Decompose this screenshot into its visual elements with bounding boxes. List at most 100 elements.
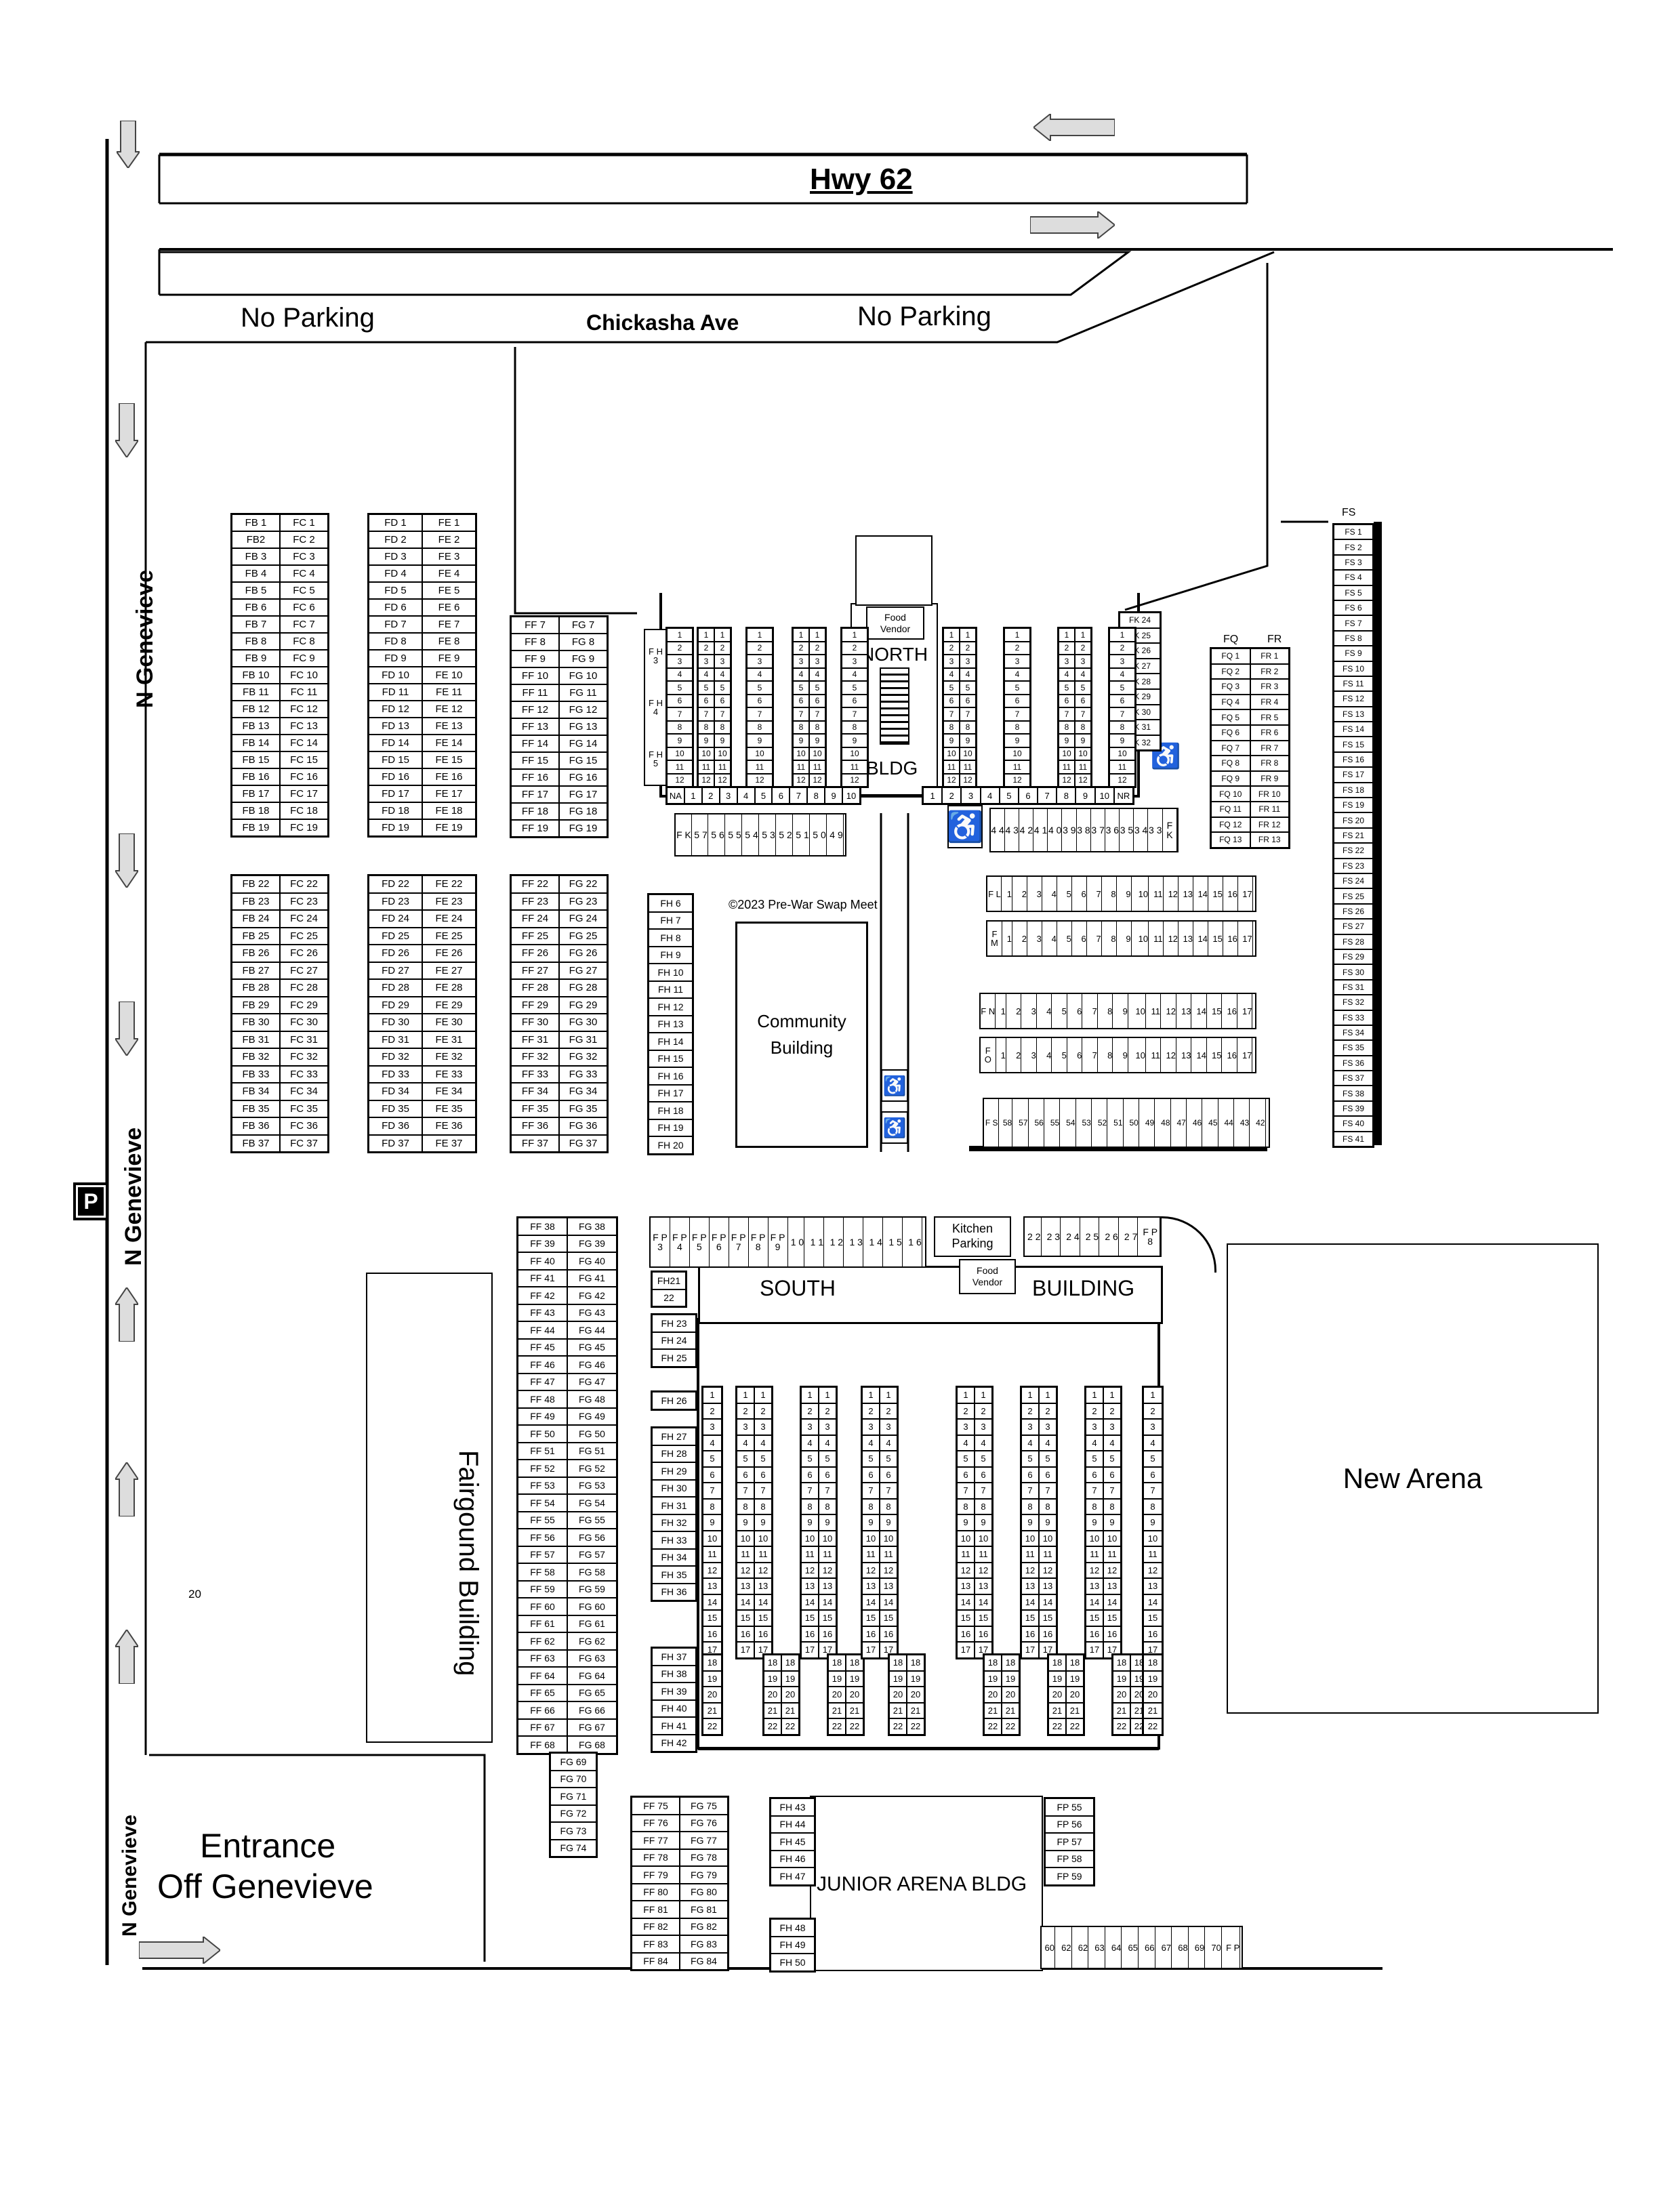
lot-space: 1 <box>1007 922 1013 955</box>
lot-space: 10 <box>957 1530 975 1546</box>
arrow-left-icon <box>1033 114 1115 141</box>
lot-space: 18 <box>1066 1655 1084 1671</box>
lot-space: FH 30 <box>652 1479 696 1497</box>
lot-space: FQ 2 <box>1211 663 1250 680</box>
lot-space: 4 <box>793 667 809 681</box>
north-building-tower <box>855 535 933 606</box>
lot-space: 18 <box>1048 1655 1066 1671</box>
lot-space: FC 25 <box>280 927 328 945</box>
lot-space: 8 <box>842 720 867 734</box>
lot-space: FC 9 <box>280 650 328 667</box>
new-arena-building: New Arena <box>1227 1243 1599 1714</box>
lot-space: FF 13 <box>511 718 559 735</box>
lot-space: 7 <box>1096 877 1102 911</box>
lot-space: 5 <box>1067 922 1072 955</box>
lot-space: FF 56 <box>518 1529 567 1546</box>
lot-space: FD 32 <box>369 1048 422 1066</box>
lot-space: 15 <box>862 1610 880 1626</box>
arrow-down-icon <box>115 1002 138 1056</box>
lot-space: 7 <box>801 1483 819 1499</box>
lot-space: FB 16 <box>232 768 280 785</box>
lot-space: 5 1 <box>796 814 810 855</box>
lot-space: 14 <box>1039 1594 1057 1610</box>
lot-space: 22 <box>984 1718 1002 1735</box>
lot-space: 9 <box>1123 1038 1128 1072</box>
lot-space: 12 <box>1166 1038 1176 1072</box>
south-building: SOUTH BUILDING <box>698 1266 1163 1324</box>
lot-space: 56 <box>1034 1099 1044 1147</box>
wheelchair-icon: ♿ <box>881 1111 908 1144</box>
lot-space: FG 72 <box>550 1804 596 1822</box>
lot-space: 3 <box>1021 1419 1039 1435</box>
lot-space: 1 <box>957 1387 975 1403</box>
lot-space: 8 <box>975 1498 992 1514</box>
lot-space: 8 <box>793 720 809 734</box>
lot-space: 15 <box>737 1610 754 1626</box>
lot-space: F P 7 <box>729 1218 749 1266</box>
lot-space: FD 36 <box>369 1117 422 1135</box>
arrow-down-icon <box>115 403 138 457</box>
lot-space: 12 <box>1109 773 1135 787</box>
lot-space: 8 <box>807 787 825 804</box>
lot-space: 11 <box>793 760 809 774</box>
lot-space: FG 74 <box>550 1839 596 1857</box>
lot-space: FG 41 <box>567 1269 617 1287</box>
lot-space: FH 32 <box>652 1514 696 1531</box>
lot-space: FH 18 <box>649 1102 693 1119</box>
lot-space: 9 <box>1059 734 1075 747</box>
lot-space: 3 <box>1031 1038 1037 1072</box>
lot-space: 60 <box>1045 1927 1056 1968</box>
lot-space: 2 2 <box>1027 1218 1042 1256</box>
lot-space: 12 <box>1103 1562 1121 1578</box>
lot-space: FC 23 <box>280 892 328 910</box>
lot-space: 3 <box>957 1419 975 1435</box>
lot-space: FS 34 <box>1334 1025 1373 1041</box>
lot-space: 3 6 <box>1106 809 1120 851</box>
lot-space: 11 <box>1143 1546 1162 1563</box>
lot-space: FC 2 <box>280 531 328 548</box>
lot-space: FS 37 <box>1334 1071 1373 1086</box>
hwy-label: Hwy 62 <box>810 163 913 196</box>
lot-space: 21 <box>907 1702 924 1718</box>
lot-space: 7 <box>862 1483 880 1499</box>
lot-space: 2 <box>960 641 976 655</box>
lot-space: 4 <box>960 667 976 681</box>
lot-space: 9 <box>957 1514 975 1531</box>
lot-space: 2 <box>801 1403 819 1419</box>
lot-space: FF 25 <box>511 927 559 945</box>
lot-space: 7 <box>943 707 960 721</box>
lot-space: 10 <box>667 747 693 760</box>
lot-space: FD 29 <box>369 996 422 1014</box>
lot-space: 4 <box>1004 667 1030 681</box>
lot-space: FD 6 <box>369 599 422 616</box>
lot-space: 5 5 <box>728 814 742 855</box>
lot-space: FH 24 <box>652 1332 696 1349</box>
lot-space: 1 <box>819 1387 836 1403</box>
lot-space: 2 <box>1021 1403 1039 1419</box>
lot-space: 20 <box>1113 1687 1130 1703</box>
lot-space: 6 <box>1004 694 1030 707</box>
lot-space: 6 <box>747 694 773 707</box>
lot-space: 6 <box>667 694 693 707</box>
lot-space: FC 26 <box>280 945 328 962</box>
lot-space: 7 <box>1143 1483 1162 1499</box>
arrow-right-icon <box>139 1937 220 1964</box>
lot-space: 5 <box>880 1451 897 1467</box>
wheelchair-icon: ♿ <box>947 805 983 848</box>
lot-space: FB 13 <box>232 718 280 735</box>
lot-space: 65 <box>1128 1927 1139 1968</box>
lot-space: 2 <box>701 787 720 804</box>
lot-space: FG 18 <box>559 803 607 820</box>
lot-space: 8 <box>1109 720 1135 734</box>
lot-space: 9 <box>714 734 731 747</box>
lot-space: 53 <box>1082 1099 1092 1147</box>
lot-space: 5 <box>819 1451 836 1467</box>
lot-space: FR 6 <box>1250 724 1289 741</box>
lot-space: 11 <box>809 760 825 774</box>
lot-space: FE 4 <box>422 565 476 582</box>
